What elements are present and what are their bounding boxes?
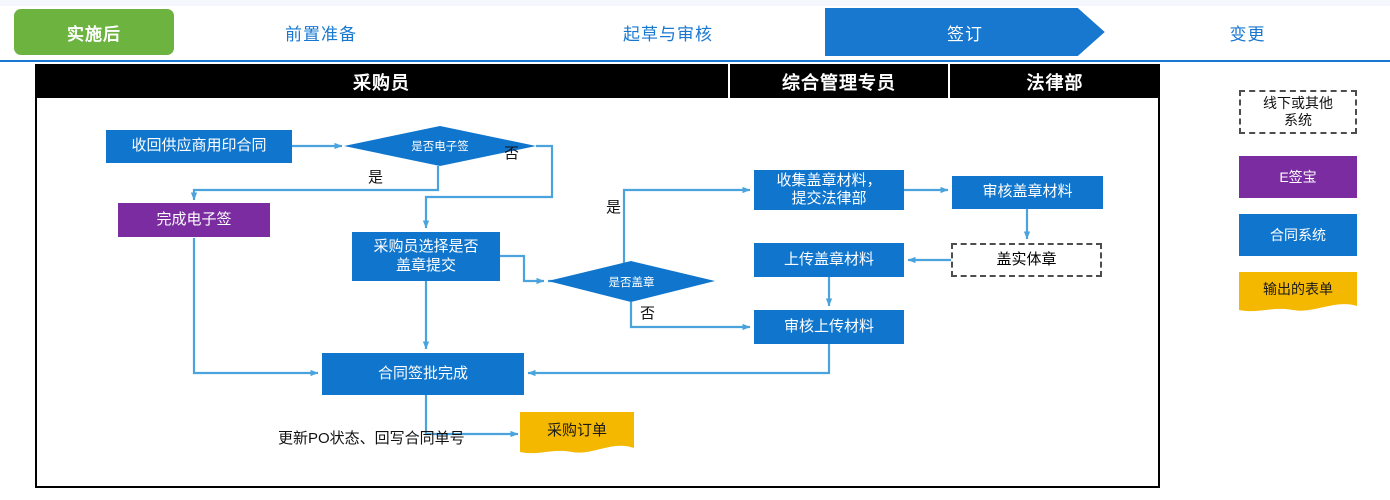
chevron-shape-2 [825,8,1105,56]
node-contract-approved[interactable]: 合同签批完成 [322,353,524,395]
phase-step-0[interactable]: 前置准备 [196,8,446,56]
node-collect-seal-docs[interactable]: 收集盖章材料， 提交法律部 [754,170,904,210]
node-review-seal-docs[interactable]: 审核盖章材料 [952,176,1103,209]
legend-item-output-form: 输出的表单 [1263,280,1333,297]
phase-step-1[interactable]: 起草与审核 [543,8,793,56]
lane-header-2: 法律部 [950,64,1160,100]
phase-step-label-3: 变更 [1105,8,1390,56]
phase-bar: 实施后 前置准备 起草与审核 签订 变更 [0,0,1390,62]
legend-item-esign-bao: E签宝 [1239,156,1357,198]
phase-step-2[interactable]: 签订 [825,8,1105,56]
phase-bar-bottom-rule [0,60,1390,62]
chevron-shape-0 [196,8,446,56]
node-upload-seal-docs[interactable]: 上传盖章材料 [754,243,904,277]
lane-header-1: 综合管理专员 [730,64,948,100]
chevron-shape-1 [543,8,793,56]
phase-step-3[interactable]: 变更 [1105,8,1390,56]
edge-label-esign-yes: 是 [368,169,384,186]
phase-current-badge[interactable]: 实施后 [14,9,174,55]
edge-label-seal-yes: 是 [606,199,622,216]
phase-bar-top-rule [0,0,1390,6]
legend-item-offline: 线下或其他 系统 [1239,90,1357,134]
node-recover-contract[interactable]: 收回供应商用印合同 [106,130,292,163]
lane-divider-0 [728,64,730,100]
lane-header-0: 采购员 [35,64,728,100]
node-physical-seal[interactable]: 盖实体章 [951,243,1102,277]
legend-item-contract-system: 合同系统 [1239,214,1357,256]
lane-divider-1 [948,64,950,100]
node-finish-esign[interactable]: 完成电子签 [118,203,270,237]
edge-label-seal-no: 否 [640,305,656,322]
edge-label-esign-no: 否 [504,145,520,162]
annotation-po-note: 更新PO状态、回写合同单号 [278,430,465,447]
node-review-uploaded[interactable]: 审核上传材料 [754,310,904,344]
node-buyer-choose-seal[interactable]: 采购员选择是否 盖章提交 [352,232,500,281]
